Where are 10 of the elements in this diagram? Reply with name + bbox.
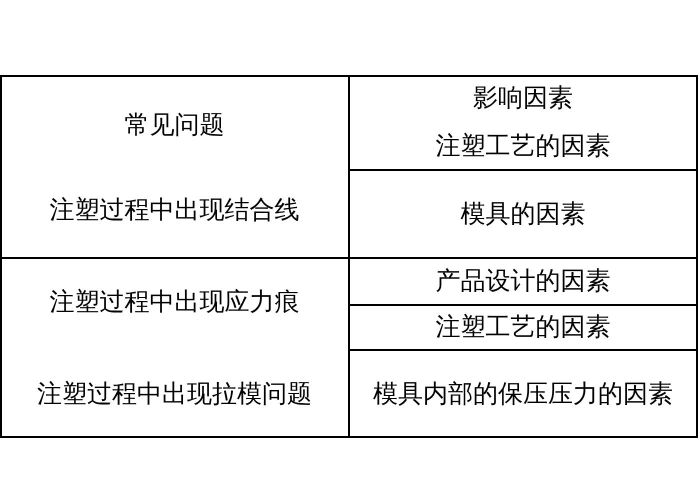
problem-text: 注塑过程中出现应力痕 bbox=[50, 286, 300, 318]
problem-text: 注塑过程中出现拉模问题 bbox=[37, 378, 312, 410]
factor-text: 产品设计的因素 bbox=[436, 265, 610, 297]
factor-text: 注塑工艺的因素 bbox=[436, 130, 610, 162]
factor-text: 模具内部的保压压力的因素 bbox=[373, 378, 673, 410]
problem-text: 注塑过程中出现结合线 bbox=[50, 194, 300, 226]
column-heading: 影响因素 bbox=[473, 82, 573, 114]
factor-text: 注塑工艺的因素 bbox=[436, 311, 610, 343]
factor-text: 模具的因素 bbox=[460, 198, 586, 230]
column-heading: 常见问题 bbox=[124, 109, 224, 141]
